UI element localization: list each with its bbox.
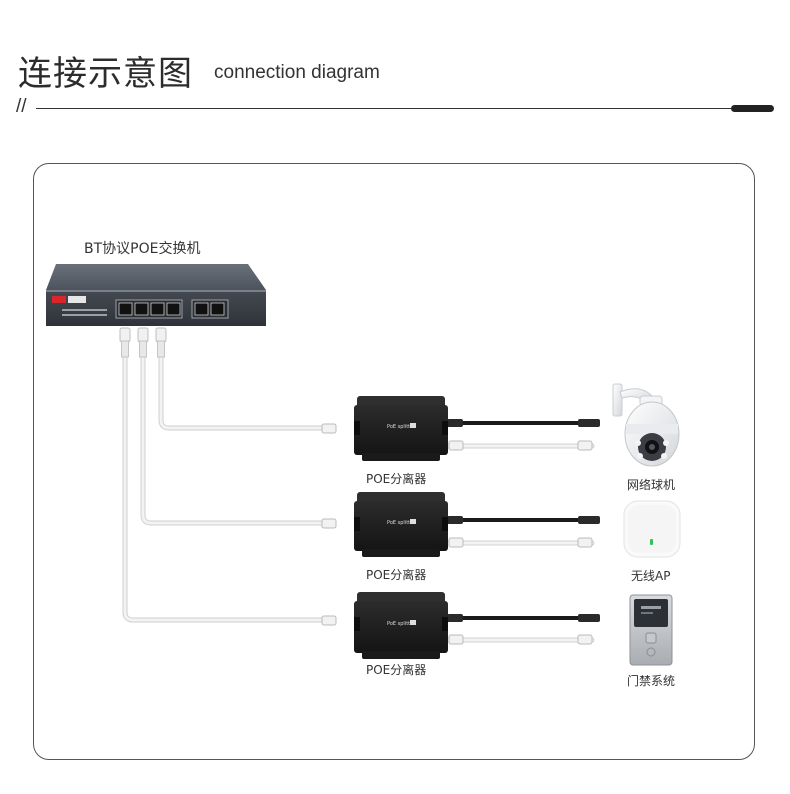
rj45-plug-icon	[137, 327, 149, 358]
splitter-device-text: PoE splitter	[387, 520, 416, 526]
switch-rj45-plugs	[119, 327, 167, 358]
page-title: 连接示意图	[18, 54, 193, 94]
page-subtitle: connection diagram	[214, 62, 380, 83]
ptz-dome-camera-icon	[612, 383, 680, 467]
device-label-access: 门禁系统	[627, 674, 676, 688]
device-label-ap: 无线AP	[631, 569, 671, 583]
splitter-label-3: POE分离器	[366, 663, 427, 677]
cable-to-splitter-1	[158, 352, 333, 431]
switch-to-splitter-cables	[122, 352, 333, 623]
wireless-ap-icon	[623, 500, 681, 558]
splitter-device-text: PoE splitter	[387, 621, 416, 627]
splitter-label-2: POE分离器	[366, 568, 427, 582]
splitter-device-text: PoE splitter	[387, 424, 416, 430]
header-divider	[36, 108, 736, 109]
poe-splitter-2: PoE splitter	[354, 492, 448, 557]
splitter-label-1: POE分离器	[366, 472, 427, 486]
poe-splitter-3: PoE splitter	[354, 592, 448, 659]
access-control-icon	[629, 594, 673, 666]
rj45-plug-icon	[119, 327, 131, 358]
header-divider-cap	[731, 105, 774, 112]
cable-to-splitter-3	[122, 352, 333, 623]
switch-ports	[115, 299, 229, 319]
diagram-frame	[33, 163, 755, 760]
switch-label: BT协议POE交换机	[84, 241, 201, 257]
splitter-output-cables	[442, 421, 597, 643]
rj45-plug-icon	[155, 327, 167, 358]
header-slash-mark: //	[16, 96, 27, 117]
cable-connectors	[321, 419, 600, 645]
device-label-camera: 网络球机	[627, 478, 676, 492]
poe-splitter-1: PoE splitter	[354, 396, 448, 461]
poe-switch-icon	[46, 264, 266, 326]
cable-to-splitter-2	[140, 352, 333, 526]
